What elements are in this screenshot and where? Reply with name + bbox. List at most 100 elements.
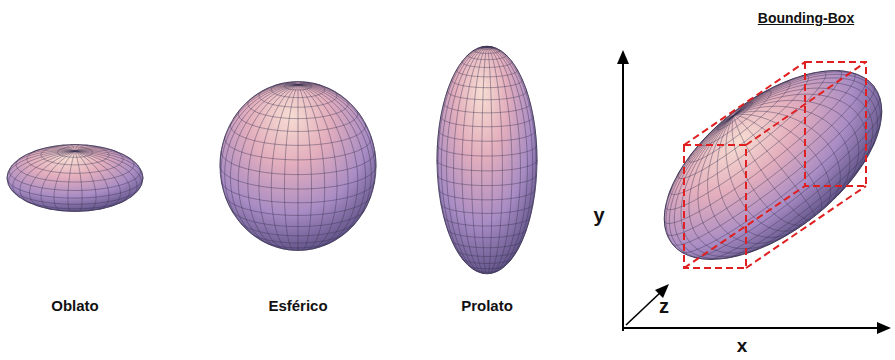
x-axis xyxy=(622,327,880,329)
mesh-line xyxy=(482,47,487,274)
mesh-line xyxy=(666,72,842,210)
mesh-line xyxy=(259,85,298,249)
mesh-line xyxy=(44,208,106,211)
mesh-line xyxy=(485,46,487,47)
mesh-line xyxy=(439,190,536,200)
mesh-line xyxy=(726,142,875,259)
mesh-line xyxy=(298,85,375,213)
box-face xyxy=(805,62,866,186)
mesh-line xyxy=(439,131,536,142)
mesh-line xyxy=(734,72,816,115)
mesh-line xyxy=(11,151,75,167)
mesh-line xyxy=(487,47,508,57)
mesh-line xyxy=(298,85,348,249)
mesh-line xyxy=(487,47,512,274)
ellipsoid xyxy=(437,46,537,273)
mesh-line xyxy=(298,84,345,98)
mesh-line xyxy=(284,85,298,250)
mesh-line xyxy=(487,47,502,274)
mesh-line xyxy=(669,115,734,259)
panel-title: Bounding-Box xyxy=(758,10,854,26)
shape-label: Esférico xyxy=(268,297,327,314)
mesh-line xyxy=(487,47,520,273)
mesh-line xyxy=(248,85,298,249)
mesh-line xyxy=(487,47,536,264)
mesh-line xyxy=(298,85,376,166)
mesh-line xyxy=(7,151,75,178)
mesh-line xyxy=(41,145,109,165)
mesh-line xyxy=(487,47,533,271)
mesh-line xyxy=(438,47,487,264)
mesh-line xyxy=(472,47,487,274)
mesh-line xyxy=(664,115,734,230)
ellipsoid-surface xyxy=(7,145,143,212)
mesh-line xyxy=(483,46,487,47)
mesh-line xyxy=(281,83,298,85)
mesh-line xyxy=(466,47,487,57)
mesh-line xyxy=(441,204,533,214)
mesh-line xyxy=(486,46,487,47)
mesh-line xyxy=(670,73,826,195)
mesh-line xyxy=(298,85,366,242)
mesh-line xyxy=(16,157,134,182)
shape-label: Prolato xyxy=(461,297,513,314)
mesh-line xyxy=(462,61,512,67)
ellipsoid xyxy=(220,82,376,251)
mesh-line xyxy=(447,91,526,100)
mesh-line xyxy=(298,85,325,250)
shape-label: Oblato xyxy=(51,297,99,314)
mesh-line xyxy=(732,115,806,225)
mesh-line xyxy=(71,145,75,152)
mesh-line xyxy=(734,111,840,204)
ellipsoid xyxy=(632,34,895,296)
y-axis xyxy=(622,60,624,331)
axis-label: y xyxy=(593,204,604,227)
mesh-line xyxy=(487,47,492,274)
bounding-box xyxy=(684,62,866,268)
mesh-line xyxy=(477,47,487,49)
mesh-line xyxy=(298,85,358,246)
mesh-line xyxy=(437,160,537,171)
mesh-line xyxy=(444,217,530,226)
mesh-line xyxy=(734,94,866,186)
mesh-line xyxy=(221,85,298,213)
mesh-line xyxy=(291,82,298,85)
mesh-line xyxy=(220,85,298,166)
ellipsoid-surface xyxy=(220,82,376,251)
mesh-line xyxy=(75,151,96,211)
mesh-line xyxy=(225,85,298,233)
mesh-line xyxy=(717,115,796,237)
box-edge xyxy=(746,186,866,268)
mesh-line xyxy=(233,85,298,119)
mesh-line xyxy=(452,79,523,87)
ellipsoid-group xyxy=(7,34,895,296)
mesh-line xyxy=(75,151,130,203)
mesh-line xyxy=(734,71,845,116)
mesh-line xyxy=(275,83,298,85)
ellipsoid xyxy=(7,145,143,212)
mesh-line xyxy=(21,150,75,158)
box-face xyxy=(684,145,746,268)
mesh-line xyxy=(666,115,734,253)
mesh-line xyxy=(75,151,142,189)
box-edge xyxy=(746,62,866,145)
box-edge xyxy=(684,62,805,145)
mesh-line xyxy=(706,115,734,136)
mesh-line xyxy=(128,157,134,164)
mesh-line xyxy=(682,98,880,253)
mesh-line xyxy=(29,151,75,207)
mesh-line xyxy=(441,116,533,127)
mesh-line xyxy=(7,178,143,198)
mesh-line xyxy=(298,85,312,250)
mesh-line xyxy=(238,85,298,246)
mesh-line xyxy=(298,85,299,251)
mesh-line xyxy=(53,146,75,151)
mesh-line xyxy=(62,145,75,151)
axis-arrowhead xyxy=(877,322,891,334)
mesh-line xyxy=(271,85,298,250)
mesh-line xyxy=(437,47,487,165)
z-axis xyxy=(626,291,662,325)
mesh-line xyxy=(457,69,518,77)
axis-label: x xyxy=(737,335,748,357)
